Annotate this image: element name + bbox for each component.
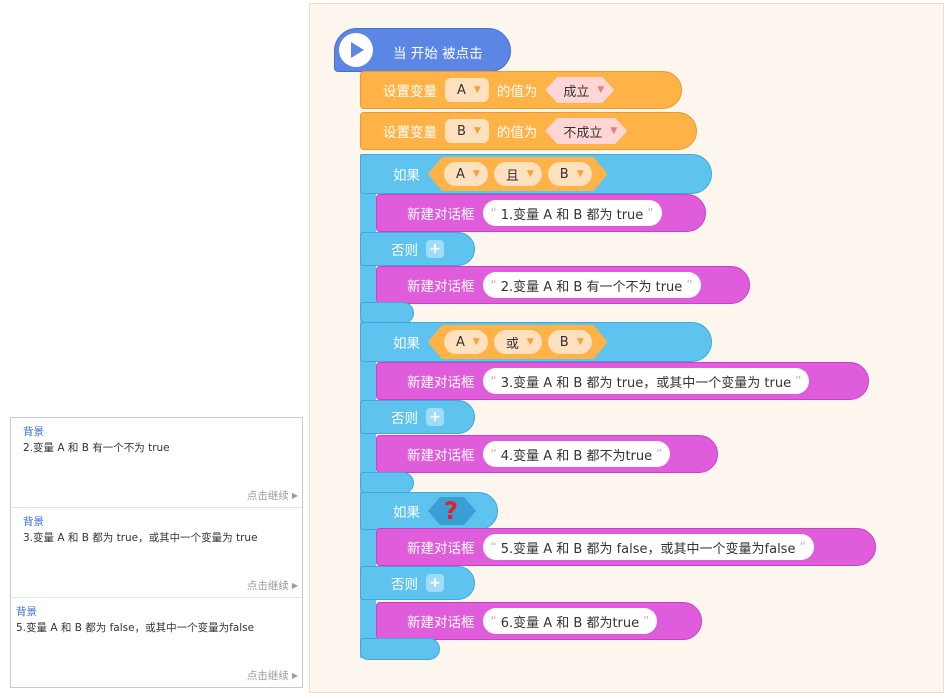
dialog-entry: 背景 2.变量 A 和 B 有一个不为 true 点击继续▶ <box>11 418 304 508</box>
variable-dropdown[interactable]: B▼ <box>445 119 489 143</box>
new-dialog-block[interactable]: 新建对话框 “3.变量 A 和 B 都为 true，或其中一个变量为 true” <box>376 362 869 400</box>
else-block: 否则 + <box>360 232 475 266</box>
plus-icon[interactable]: + <box>426 240 444 258</box>
value-dropdown[interactable]: 成立▼ <box>545 77 614 103</box>
operator-dropdown[interactable]: 或▼ <box>494 330 542 354</box>
variable-dropdown[interactable]: A▼ <box>445 78 489 102</box>
if-block[interactable]: 如果 A▼ 或▼ B▼ <box>360 322 712 362</box>
chevron-down-icon: ▼ <box>610 126 618 136</box>
new-dialog-block[interactable]: 新建对话框 “6.变量 A 和 B 都为true” <box>376 602 702 640</box>
new-dialog-block[interactable]: 新建对话框 “1.变量 A 和 B 都为 true” <box>376 194 706 232</box>
else-block: 否则 + <box>360 566 475 600</box>
if-block[interactable]: 如果 A▼ 且▼ B▼ <box>360 154 712 194</box>
play-icon[interactable] <box>339 33 373 67</box>
empty-condition-slot[interactable]: ? <box>428 497 476 525</box>
question-mark-icon: ? <box>444 497 458 525</box>
operator-dropdown[interactable]: 且▼ <box>494 162 542 186</box>
new-dialog-block[interactable]: 新建对话框 “4.变量 A 和 B 都不为true” <box>376 435 718 473</box>
else-block: 否则 + <box>360 400 475 434</box>
script-canvas[interactable]: 当 开始 被点击 设置变量 A▼ 的值为 成立▼ 设置变量 B▼ 的值为 不成立… <box>309 3 944 693</box>
dialog-message: 3.变量 A 和 B 都为 true，或其中一个变量为 true <box>23 532 258 544</box>
variable-dropdown[interactable]: A▼ <box>444 330 488 354</box>
hat-label: 当 开始 被点击 <box>393 46 483 62</box>
variable-dropdown[interactable]: B▼ <box>548 162 592 186</box>
chevron-down-icon: ▼ <box>473 126 481 136</box>
continue-button[interactable]: 点击继续▶ <box>246 670 298 682</box>
dialog-text-input[interactable]: “5.变量 A 和 B 都为 false，或其中一个变量为false” <box>482 534 814 560</box>
dialog-speaker: 背景 <box>16 606 37 618</box>
variable-dropdown[interactable]: A▼ <box>444 162 488 186</box>
triangle-right-icon: ▶ <box>291 581 298 590</box>
variable-dropdown[interactable]: B▼ <box>548 330 592 354</box>
value-dropdown[interactable]: 不成立▼ <box>545 118 627 144</box>
dialog-entry: 背景 3.变量 A 和 B 都为 true，或其中一个变量为 true 点击继续… <box>11 508 304 598</box>
if-block-footer <box>360 472 414 494</box>
dialog-text-input[interactable]: “1.变量 A 和 B 都为 true” <box>482 200 662 226</box>
dialog-speaker: 背景 <box>23 516 44 528</box>
triangle-right-icon: ▶ <box>291 491 298 500</box>
chevron-down-icon: ▼ <box>526 337 534 347</box>
continue-button[interactable]: 点击继续▶ <box>246 580 298 592</box>
if-block[interactable]: 如果 ? <box>360 492 498 530</box>
chevron-down-icon: ▼ <box>473 85 481 95</box>
chevron-down-icon: ▼ <box>472 169 480 179</box>
set-variable-block[interactable]: 设置变量 A▼ 的值为 成立▼ <box>360 71 682 109</box>
dialog-speaker: 背景 <box>23 426 44 438</box>
chevron-down-icon: ▼ <box>597 85 605 95</box>
dialog-log-panel: 背景 2.变量 A 和 B 有一个不为 true 点击继续▶ 背景 3.变量 A… <box>10 417 304 688</box>
and-condition[interactable]: A▼ 且▼ B▼ <box>428 157 608 191</box>
chevron-down-icon: ▼ <box>576 337 584 347</box>
triangle-right-icon: ▶ <box>291 671 298 680</box>
continue-button[interactable]: 点击继续▶ <box>246 490 298 502</box>
chevron-down-icon: ▼ <box>472 337 480 347</box>
dialog-text-input[interactable]: “6.变量 A 和 B 都为true” <box>482 608 658 634</box>
dialog-text-input[interactable]: “2.变量 A 和 B 有一个不为 true” <box>482 272 701 298</box>
dialog-text-input[interactable]: “4.变量 A 和 B 都不为true” <box>482 441 671 467</box>
when-start-clicked-block[interactable]: 当 开始 被点击 <box>334 28 511 72</box>
if-block-footer <box>360 638 440 660</box>
new-dialog-block[interactable]: 新建对话框 “5.变量 A 和 B 都为 false，或其中一个变量为false… <box>376 528 876 566</box>
plus-icon[interactable]: + <box>426 408 444 426</box>
dialog-entry: 背景 5.变量 A 和 B 都为 false，或其中一个变量为false 点击继… <box>11 598 304 688</box>
dialog-message: 5.变量 A 和 B 都为 false，或其中一个变量为false <box>16 622 255 634</box>
dialog-text-input[interactable]: “3.变量 A 和 B 都为 true，或其中一个变量为 true” <box>482 368 810 394</box>
or-condition[interactable]: A▼ 或▼ B▼ <box>428 325 608 359</box>
plus-icon[interactable]: + <box>426 574 444 592</box>
if-block-footer <box>360 302 414 324</box>
chevron-down-icon: ▼ <box>526 169 534 179</box>
chevron-down-icon: ▼ <box>576 169 584 179</box>
set-variable-block[interactable]: 设置变量 B▼ 的值为 不成立▼ <box>360 112 697 150</box>
dialog-message: 2.变量 A 和 B 有一个不为 true <box>23 442 170 454</box>
new-dialog-block[interactable]: 新建对话框 “2.变量 A 和 B 有一个不为 true” <box>376 266 750 304</box>
